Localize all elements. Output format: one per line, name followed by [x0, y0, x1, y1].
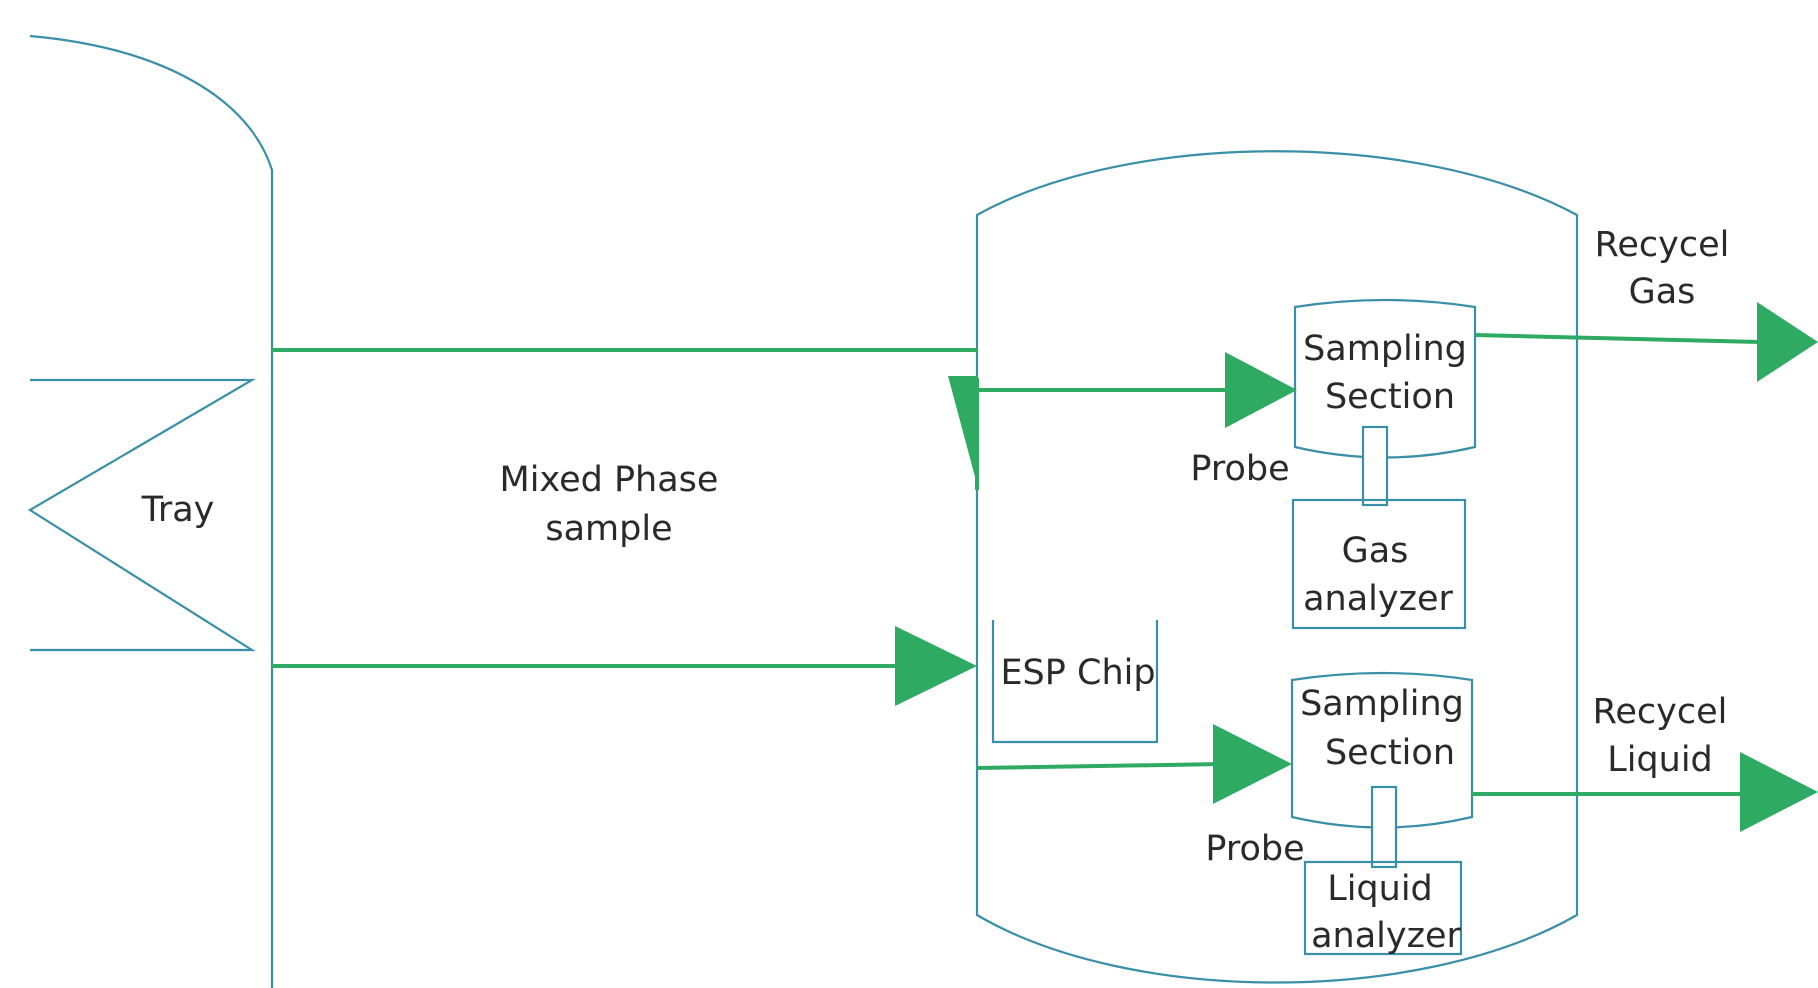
arrow-head-sampling-top [1225, 352, 1297, 428]
probe-stem-top [1361, 425, 1389, 507]
inlet-branch-bottom-line [976, 762, 1226, 770]
arrow-head-sampling-bottom [1213, 724, 1292, 804]
probe-bottom-label: Probe [1205, 829, 1304, 869]
mixed-phase-label-line1: Mixed Phase [500, 460, 719, 500]
tray-label: Tray [141, 490, 215, 530]
separator-vessel-outline [975, 150, 1579, 984]
sampling-section-bottom-label-line1: Sampling [1300, 684, 1464, 724]
tray-shape [27, 378, 257, 652]
sampling-section-top-shape [1293, 298, 1477, 459]
recycle-gas-label-line1: Recycel [1595, 225, 1730, 265]
sampling-section-bottom-shape [1290, 671, 1474, 829]
recycle-liquid-label-line2: Liquid [1607, 740, 1713, 780]
liquid-analyzer-label-line1: Liquid [1327, 869, 1433, 909]
arrow-head-vessel-inlet [948, 376, 978, 488]
sampling-section-bottom-label-line2: Section [1325, 733, 1455, 773]
gas-analyzer-box [1291, 498, 1467, 630]
recycle-liquid-label-line1: Recycel [1593, 692, 1728, 732]
recycle-gas-label-line2: Gas [1629, 272, 1696, 312]
gas-analyzer-label-line2: analyzer [1303, 579, 1453, 619]
sampling-section-top-label-line1: Sampling [1303, 329, 1467, 369]
gas-analyzer-label-line1: Gas [1342, 531, 1409, 571]
arrow-head-recycle-gas [1757, 302, 1818, 382]
esp-chip-box [991, 620, 1159, 744]
esp-chip-label: ESP Chip [1000, 653, 1155, 693]
probe-stem-bottom [1370, 785, 1398, 869]
recycle-gas-line [1474, 333, 1761, 344]
probe-top-label: Probe [1190, 449, 1289, 489]
liquid-analyzer-box [1303, 860, 1463, 956]
arrow-head-recycle-liquid [1740, 752, 1818, 832]
liquid-analyzer-label-line2: analyzer [1311, 916, 1461, 956]
arrow-head-esp-chip [895, 626, 977, 706]
sampling-section-top-label-line2: Section [1325, 377, 1455, 417]
mixed-phase-label-line2: sample [545, 509, 672, 549]
column-vessel-outline [29, 34, 274, 988]
